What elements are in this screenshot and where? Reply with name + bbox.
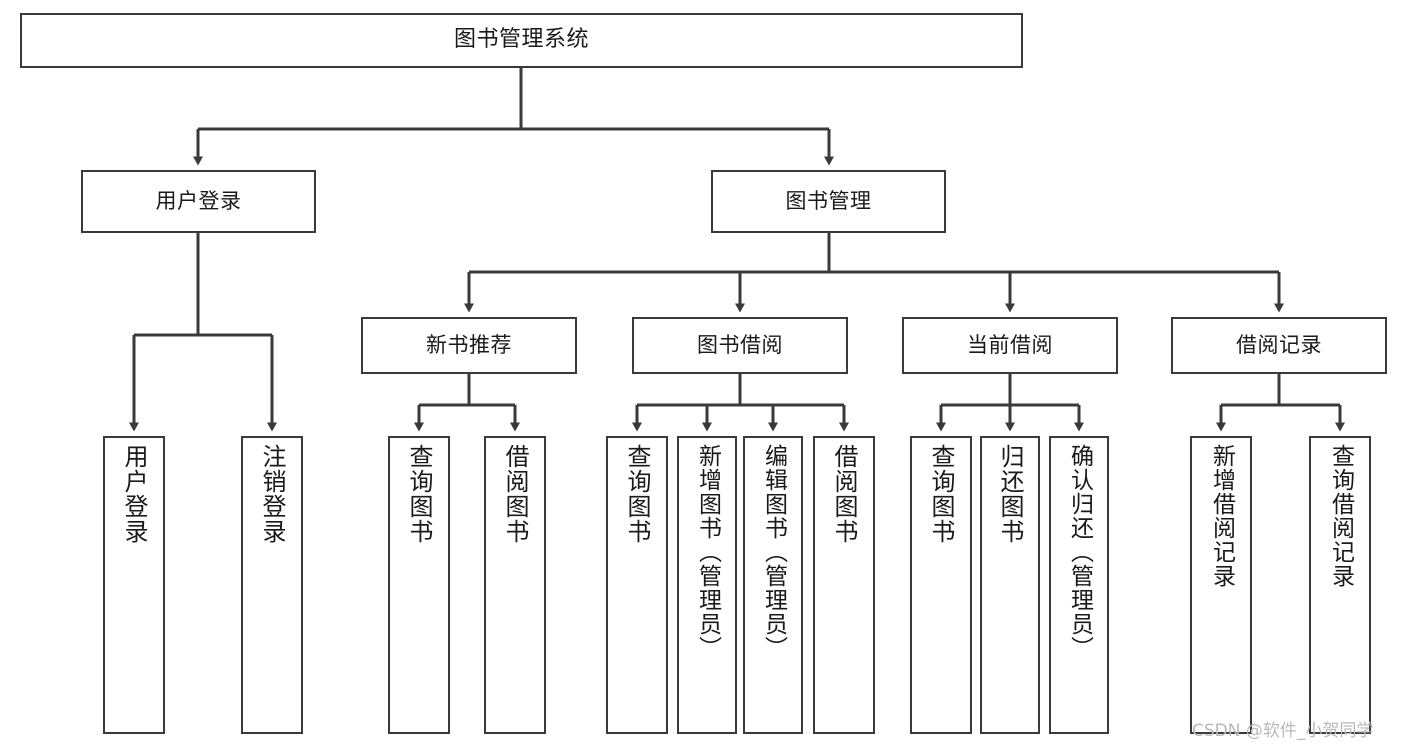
node-book-borrow-label: 图书借阅 <box>697 332 783 357</box>
node-leaf-query-book-current[interactable]: 查询图书 <box>910 436 972 734</box>
node-leaf-add-record[interactable]: 新增借阅记录 <box>1190 436 1252 734</box>
node-leaf-query-book-rec-label: 查询图书 <box>405 444 433 544</box>
node-leaf-logout-label: 注销登录 <box>258 444 286 544</box>
node-leaf-query-record-label: 查询借阅记录 <box>1327 444 1354 588</box>
node-leaf-add-record-label: 新增借阅记录 <box>1208 444 1235 588</box>
node-borrow-record[interactable]: 借阅记录 <box>1171 317 1387 374</box>
node-leaf-borrow-book-rec-label: 借阅图书 <box>501 444 529 544</box>
node-new-book-recommend[interactable]: 新书推荐 <box>361 317 577 374</box>
node-leaf-query-book-borrow[interactable]: 查询图书 <box>606 436 668 734</box>
node-book-borrow[interactable]: 图书借阅 <box>632 317 848 374</box>
node-leaf-query-record[interactable]: 查询借阅记录 <box>1309 436 1371 734</box>
node-leaf-query-book-borrow-label: 查询图书 <box>623 444 651 544</box>
node-leaf-confirm-return-label: 确认归还（管理员） <box>1066 444 1093 660</box>
node-root[interactable]: 图书管理系统 <box>20 13 1023 68</box>
node-leaf-borrow-book-label: 借阅图书 <box>830 444 858 544</box>
node-leaf-borrow-book-rec[interactable]: 借阅图书 <box>484 436 546 734</box>
node-leaf-add-book[interactable]: 新增图书（管理员） <box>677 436 737 734</box>
node-leaf-borrow-book[interactable]: 借阅图书 <box>813 436 875 734</box>
node-leaf-query-book-current-label: 查询图书 <box>927 444 955 544</box>
node-leaf-user-login-label: 用户登录 <box>120 444 148 544</box>
node-user-login-label: 用户登录 <box>155 188 242 213</box>
node-book-manage-label: 图书管理 <box>785 188 872 213</box>
node-root-label: 图书管理系统 <box>453 27 589 53</box>
node-leaf-confirm-return[interactable]: 确认归还（管理员） <box>1049 436 1109 734</box>
node-leaf-user-login[interactable]: 用户登录 <box>103 436 165 734</box>
node-leaf-edit-book[interactable]: 编辑图书（管理员） <box>743 436 803 734</box>
node-borrow-record-label: 借阅记录 <box>1236 332 1322 357</box>
node-leaf-query-book-rec[interactable]: 查询图书 <box>388 436 450 734</box>
node-book-manage[interactable]: 图书管理 <box>711 170 946 233</box>
node-current-borrow[interactable]: 当前借阅 <box>902 317 1118 374</box>
node-current-borrow-label: 当前借阅 <box>967 332 1053 357</box>
node-leaf-logout[interactable]: 注销登录 <box>241 436 303 734</box>
node-leaf-return-book-label: 归还图书 <box>996 444 1024 544</box>
node-leaf-return-book[interactable]: 归还图书 <box>980 436 1040 734</box>
csdn-watermark: CSDN @软件_小贺同学 <box>1192 721 1374 741</box>
node-new-book-recommend-label: 新书推荐 <box>426 332 512 357</box>
node-leaf-edit-book-label: 编辑图书（管理员） <box>760 444 787 660</box>
node-user-login[interactable]: 用户登录 <box>81 170 316 233</box>
node-leaf-add-book-label: 新增图书（管理员） <box>694 444 721 660</box>
